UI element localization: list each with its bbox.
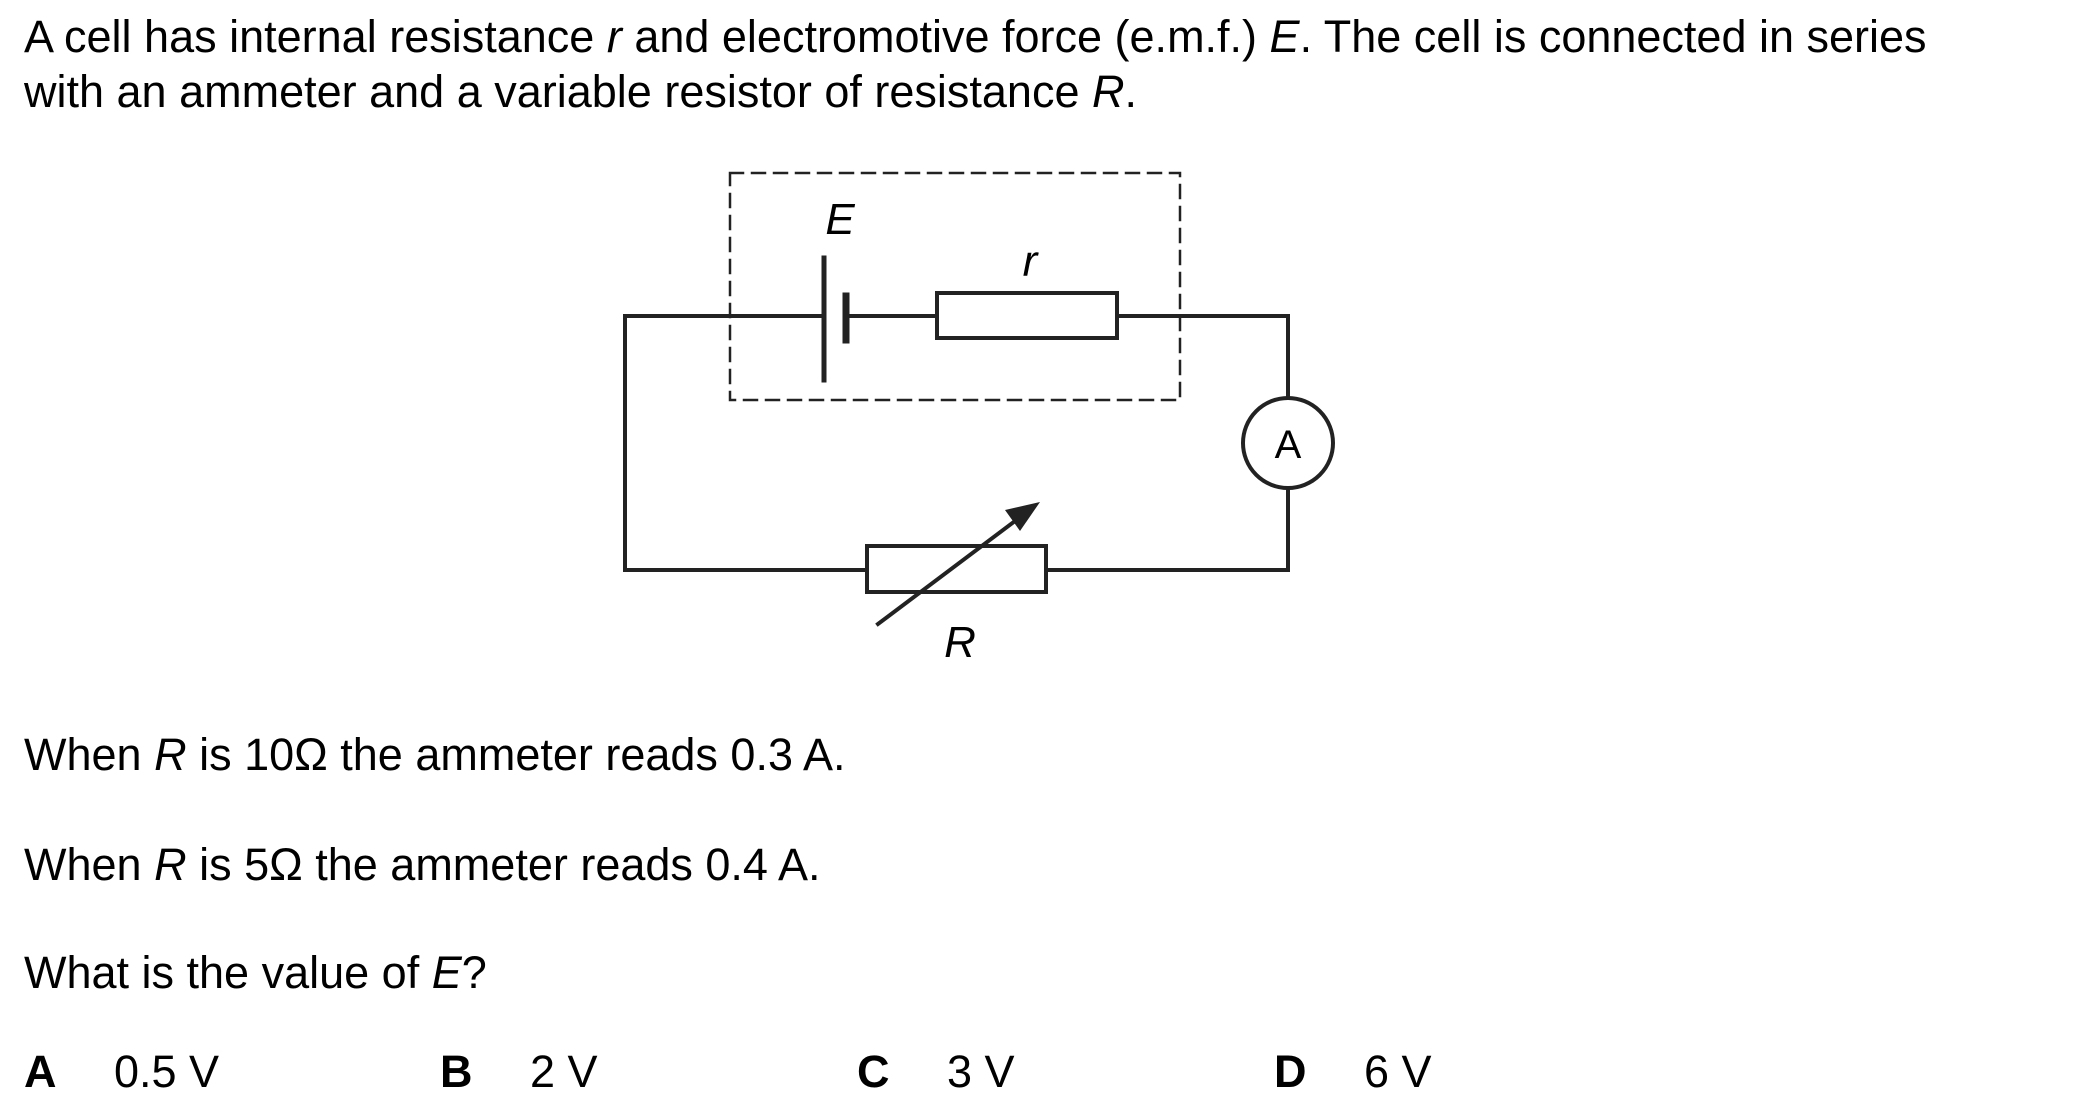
ammeter-label: A bbox=[1275, 423, 1302, 467]
option-value: 3 V bbox=[947, 1046, 1015, 1097]
condition-text: When bbox=[24, 839, 155, 890]
option-letter: D bbox=[1274, 1046, 1307, 1097]
option-a[interactable]: A 0.5 V bbox=[24, 1046, 219, 1097]
internal-resistor bbox=[935, 291, 1119, 340]
symbol-E: E bbox=[431, 947, 462, 998]
emf-label: E bbox=[825, 195, 855, 244]
internal-resistance-label: r bbox=[1023, 237, 1040, 286]
condition-2: When R is 5Ω the ammeter reads 0.4 A. bbox=[24, 842, 821, 887]
variable-resistor-label: R bbox=[944, 618, 976, 667]
condition-text: is 10Ω the ammeter reads 0.3 A. bbox=[186, 729, 846, 780]
option-value: 6 V bbox=[1364, 1046, 1432, 1097]
symbol-R: R bbox=[1091, 66, 1125, 117]
intro-text: with an ammeter and a variable resistor … bbox=[24, 66, 1092, 117]
intro-text: and electromotive force (e.m.f.) bbox=[621, 11, 1270, 62]
intro-text: . bbox=[1124, 66, 1137, 117]
prompt-text: What is the value of bbox=[24, 947, 432, 998]
option-letter: B bbox=[440, 1046, 473, 1097]
condition-1: When R is 10Ω the ammeter reads 0.3 A. bbox=[24, 732, 846, 777]
symbol-R: R bbox=[154, 729, 187, 780]
option-c[interactable]: C 3 V bbox=[857, 1046, 1015, 1097]
variable-resistor bbox=[865, 544, 1048, 594]
option-value: 2 V bbox=[530, 1046, 598, 1097]
condition-text: When bbox=[24, 729, 155, 780]
intro-line-2: with an ammeter and a variable resistor … bbox=[24, 69, 1137, 114]
intro-text: . The cell is connected in series bbox=[1299, 11, 1927, 62]
option-value: 0.5 V bbox=[114, 1046, 220, 1097]
prompt-text: ? bbox=[461, 947, 487, 998]
symbol-E: E bbox=[1269, 11, 1300, 62]
question-prompt: What is the value of E? bbox=[24, 950, 487, 995]
symbol-R: R bbox=[154, 839, 187, 890]
cell-boundary-box bbox=[728, 171, 1182, 402]
symbol-r: r bbox=[606, 11, 622, 62]
intro-line-1: A cell has internal resistance r and ele… bbox=[24, 14, 1927, 59]
intro-text: A cell has internal resistance bbox=[24, 11, 607, 62]
condition-text: is 5Ω the ammeter reads 0.4 A. bbox=[186, 839, 821, 890]
option-letter: A bbox=[24, 1046, 57, 1097]
variable-resistor-arrow-shaft bbox=[875, 518, 1018, 627]
variable-resistor-arrow-head bbox=[1005, 502, 1040, 531]
option-letter: C bbox=[857, 1046, 890, 1097]
option-d[interactable]: D 6 V bbox=[1274, 1046, 1432, 1097]
option-b[interactable]: B 2 V bbox=[440, 1046, 598, 1097]
